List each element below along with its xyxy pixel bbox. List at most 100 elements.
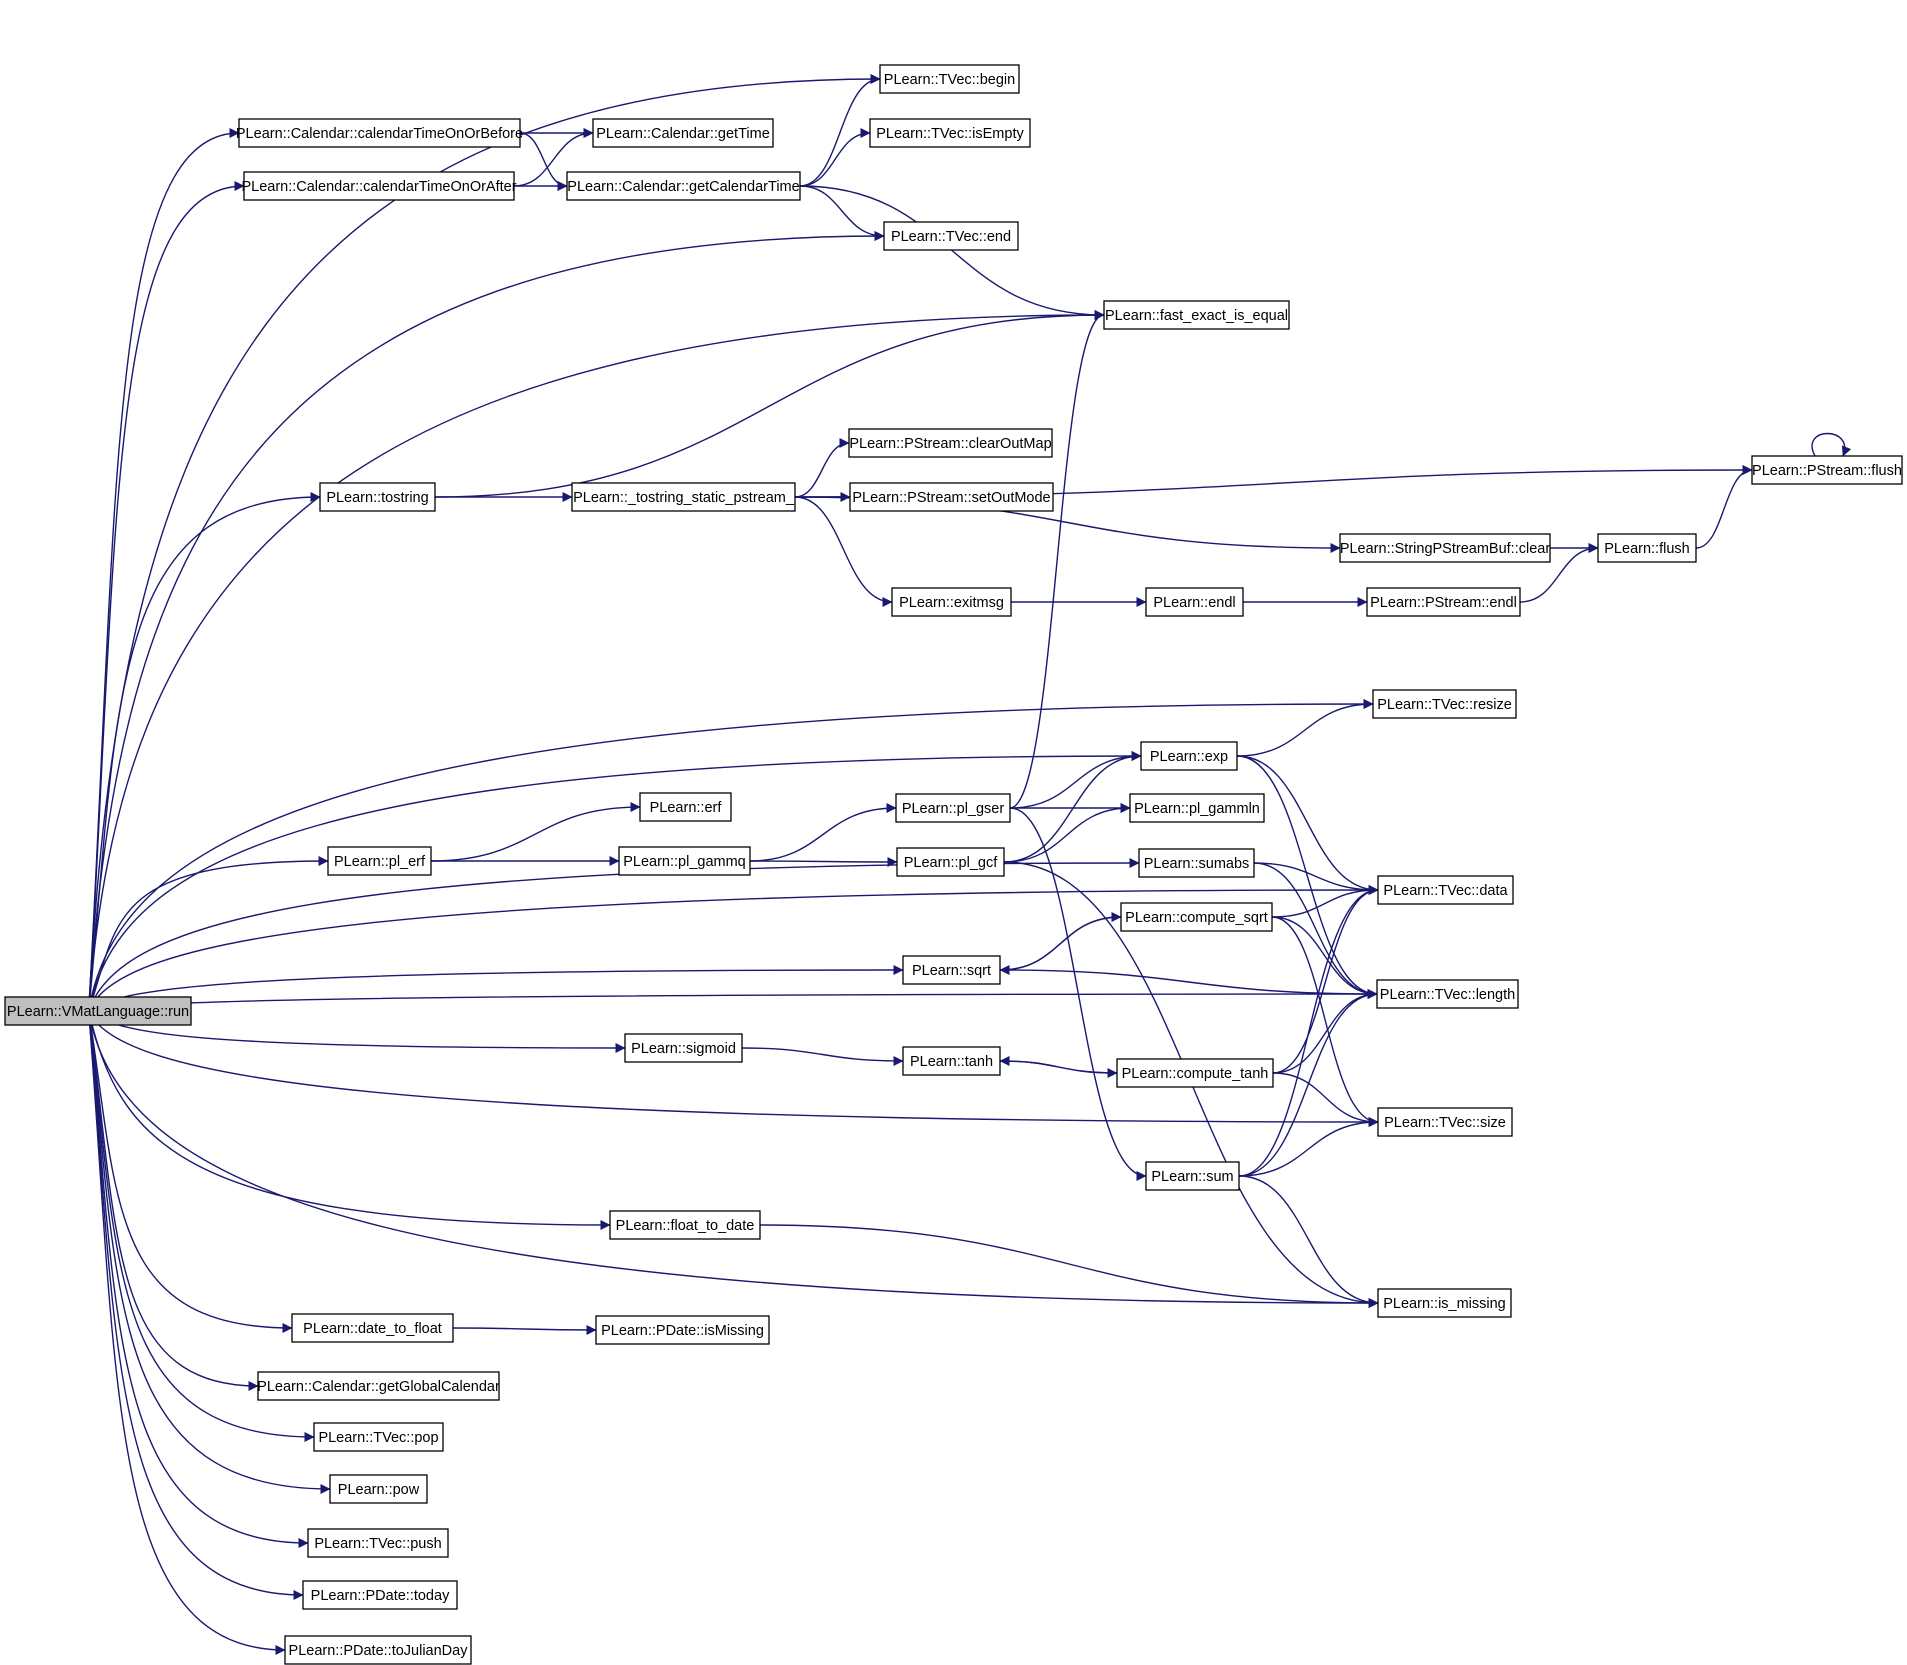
node-plearn-pl-gammq[interactable]: PLearn::pl_gammq — [618, 846, 751, 876]
node-label: PLearn::TVec::length — [1380, 987, 1515, 1003]
node-plearn-string-pstream-buf-clear[interactable]: PLearn::StringPStreamBuf::clear — [1339, 533, 1551, 563]
node-plearn-tvec-end[interactable]: PLearn::TVec::end — [883, 221, 1019, 251]
edge-sum-to-length — [1238, 989, 1378, 1177]
node-plearn-pow[interactable]: PLearn::pow — [329, 1474, 428, 1504]
node-plearn-is-missing[interactable]: PLearn::is_missing — [1377, 1288, 1512, 1318]
node-plearn-pl-gser[interactable]: PLearn::pl_gser — [895, 793, 1011, 823]
edge-sqrt-to-csqrt — [999, 912, 1122, 971]
node-label: PLearn::PStream::clearOutMap — [849, 436, 1051, 452]
node-plearn-sqrt[interactable]: PLearn::sqrt — [902, 955, 1001, 985]
node-box — [1145, 587, 1244, 617]
node-plearn-calendar-calendar-time-on-or-after[interactable]: PLearn::Calendar::calendarTimeOnOrAfter — [241, 171, 517, 201]
node-plearn-pdate-to-julian-day[interactable]: PLearn::PDate::toJulianDay — [284, 1635, 472, 1665]
node-plearn-calendar-get-calendar-time[interactable]: PLearn::Calendar::getCalendarTime — [566, 171, 801, 201]
node-plearn-calendar-get-time[interactable]: PLearn::Calendar::getTime — [592, 118, 774, 148]
node-plearn-pl-erf[interactable]: PLearn::pl_erf — [327, 846, 432, 876]
node-plearn-pl-gammln[interactable]: PLearn::pl_gammln — [1129, 793, 1265, 823]
node-box — [624, 1033, 743, 1063]
node-plearn-calendar-get-global-calendar[interactable]: PLearn::Calendar::getGlobalCalendar — [257, 1371, 500, 1401]
edge-sum-to-ismissing — [1238, 1175, 1379, 1308]
node-plearn-sum[interactable]: PLearn::sum — [1145, 1161, 1240, 1191]
edge-psflush-to-psflush — [1811, 432, 1852, 457]
node-box — [1138, 848, 1255, 878]
node-label: PLearn::TVec::data — [1383, 883, 1508, 899]
node-label: PLearn::VMatLanguage::run — [7, 1004, 189, 1020]
node-box — [4, 996, 192, 1026]
node-plearn-pstream-clear-out-map[interactable]: PLearn::PStream::clearOutMap — [848, 428, 1053, 458]
node-plearn-tostring-static-pstream[interactable]: PLearn::_tostring_static_pstream_ — [571, 482, 796, 512]
node-label: PLearn::sumabs — [1144, 856, 1250, 872]
node-label: PLearn::PDate::isMissing — [601, 1323, 764, 1339]
node-plearn-float-to-date[interactable]: PLearn::float_to_date — [609, 1210, 761, 1240]
node-label: PLearn::PDate::today — [311, 1588, 450, 1604]
node-plearn-compute-sqrt[interactable]: PLearn::compute_sqrt — [1120, 902, 1273, 932]
edge-run-to-calBefore — [88, 128, 240, 1012]
edge-gser-to-exp — [1009, 751, 1142, 809]
edge-run-to-end — [88, 231, 885, 1012]
edge-run-to-sumabs — [88, 858, 1140, 1012]
node-box — [307, 1528, 449, 1558]
edge-run-to-f2d — [88, 1010, 611, 1230]
node-plearn-tvec-length[interactable]: PLearn::TVec::length — [1376, 979, 1519, 1009]
node-plearn-date-to-float[interactable]: PLearn::date_to_float — [291, 1313, 454, 1343]
node-label: PLearn::Calendar::calendarTimeOnOrAfter — [241, 179, 516, 195]
node-plearn-compute-tanh[interactable]: PLearn::compute_tanh — [1116, 1058, 1274, 1088]
node-box — [883, 221, 1019, 251]
node-box — [1145, 1161, 1240, 1191]
node-box — [1140, 741, 1238, 771]
node-plearn-pstream-flush[interactable]: PLearn::PStream::flush — [1751, 455, 1903, 485]
edge-gser-to-sum — [1009, 807, 1147, 1181]
node-box — [609, 1210, 761, 1240]
edge-run-to-plerf — [88, 856, 329, 1012]
node-box — [869, 118, 1031, 148]
node-label: PLearn::TVec::begin — [884, 72, 1015, 88]
node-box — [284, 1635, 472, 1665]
node-plearn-exp[interactable]: PLearn::exp — [1140, 741, 1238, 771]
edge-d2f-to-pdIsMissing — [452, 1324, 597, 1335]
node-label: PLearn::fast_exact_is_equal — [1105, 308, 1288, 324]
node-plearn-tanh[interactable]: PLearn::tanh — [902, 1046, 1001, 1076]
node-box — [1339, 533, 1551, 563]
node-box — [1376, 979, 1519, 1009]
edge-sigmoid-to-tanh — [741, 1047, 904, 1066]
node-plearn-fast-exact-is-equal[interactable]: PLearn::fast_exact_is_equal — [1103, 300, 1290, 330]
node-plearn-tvec-data[interactable]: PLearn::TVec::data — [1377, 875, 1514, 905]
node-plearn-tvec-is-empty[interactable]: PLearn::TVec::isEmpty — [869, 118, 1031, 148]
node-plearn-exitmsg[interactable]: PLearn::exitmsg — [891, 587, 1012, 617]
edge-psendl-to-flush — [1519, 543, 1599, 603]
node-plearn-pdate-today[interactable]: PLearn::PDate::today — [302, 1580, 458, 1610]
node-plearn-flush[interactable]: PLearn::flush — [1597, 533, 1697, 563]
node-plearn-vmat-language-run[interactable]: PLearn::VMatLanguage::run — [4, 996, 192, 1026]
node-plearn-calendar-calendar-time-on-or-before[interactable]: PLearn::Calendar::calendarTimeOnOrBefore — [236, 118, 523, 148]
node-label: PLearn::pl_gser — [902, 801, 1005, 817]
node-box — [243, 171, 515, 201]
node-plearn-pl-gcf[interactable]: PLearn::pl_gcf — [896, 847, 1005, 877]
node-box — [257, 1371, 500, 1401]
node-label: PLearn::pl_erf — [334, 854, 426, 870]
node-label: PLearn::exp — [1150, 749, 1228, 765]
node-plearn-pdate-is-missing[interactable]: PLearn::PDate::isMissing — [595, 1315, 770, 1345]
node-label: PLearn::pl_gammq — [623, 854, 746, 870]
node-plearn-erf[interactable]: PLearn::erf — [639, 792, 732, 822]
node-plearn-pstream-endl[interactable]: PLearn::PStream::endl — [1366, 587, 1521, 617]
node-label: PLearn::date_to_float — [303, 1321, 442, 1337]
node-label: PLearn::PDate::toJulianDay — [289, 1643, 469, 1659]
node-plearn-tvec-resize[interactable]: PLearn::TVec::resize — [1372, 689, 1517, 719]
edge-sum-to-data — [1238, 885, 1379, 1177]
node-box — [1377, 1107, 1513, 1137]
node-plearn-endl[interactable]: PLearn::endl — [1145, 587, 1244, 617]
node-box — [1372, 689, 1517, 719]
node-box — [1116, 1058, 1274, 1088]
node-plearn-tvec-push[interactable]: PLearn::TVec::push — [307, 1528, 449, 1558]
node-plearn-tvec-pop[interactable]: PLearn::TVec::pop — [313, 1422, 444, 1452]
edge-run-to-exp — [88, 751, 1142, 1012]
node-plearn-tvec-begin[interactable]: PLearn::TVec::begin — [879, 64, 1020, 94]
node-plearn-sumabs[interactable]: PLearn::sumabs — [1138, 848, 1255, 878]
node-plearn-tostring[interactable]: PLearn::tostring — [319, 482, 436, 512]
node-plearn-tvec-size[interactable]: PLearn::TVec::size — [1377, 1107, 1513, 1137]
edge-run-to-ismissing — [88, 1010, 1379, 1308]
node-plearn-sigmoid[interactable]: PLearn::sigmoid — [624, 1033, 743, 1063]
node-plearn-pstream-set-out-mode[interactable]: PLearn::PStream::setOutMode — [849, 482, 1054, 512]
edge-getCalTime-to-end — [799, 185, 885, 241]
